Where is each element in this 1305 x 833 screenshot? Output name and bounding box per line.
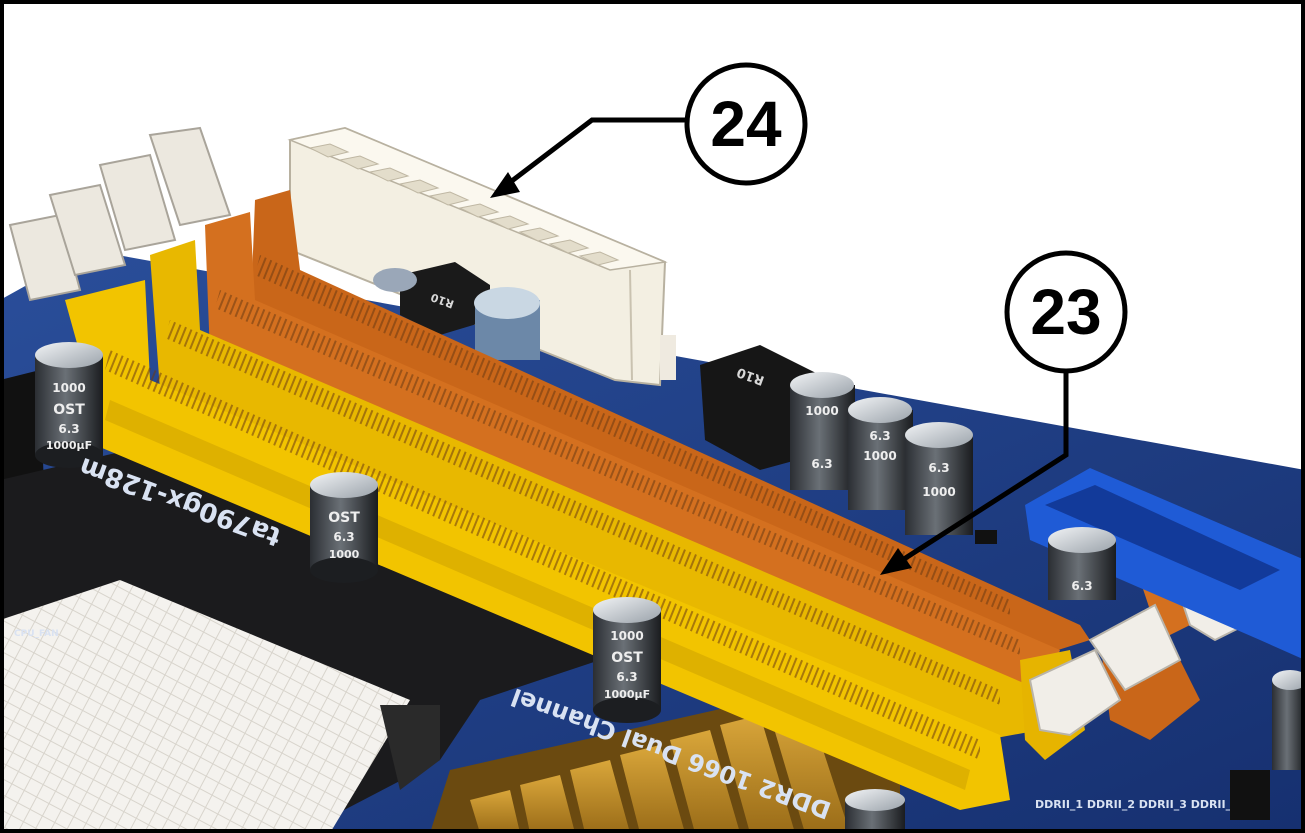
capacitor-4-voltage: 6.3 xyxy=(811,457,832,471)
capacitor-7-voltage: 6.3 xyxy=(1071,579,1092,593)
cpu-socket xyxy=(0,580,410,833)
capacitor-3: 1000 OST 6.3 1000µF xyxy=(593,597,661,723)
callout-23: 23 xyxy=(880,250,1128,575)
capacitor-6-voltage: 6.3 xyxy=(928,461,949,475)
dimm-slot-orange-1 xyxy=(250,190,1090,665)
capacitor-4: 1000 6.3 xyxy=(790,372,855,490)
capacitor-blue-small xyxy=(373,268,540,360)
dimm-slot-silkscreen: DDRII_1 DDRII_2 DDRII_3 DDRII_4 xyxy=(1035,798,1239,811)
capacitor-5: 6.3 1000 xyxy=(848,397,913,510)
capacitor-3-voltage: 6.3 xyxy=(616,670,637,684)
atx-power-connector xyxy=(287,126,668,387)
capacitor-7: 6.3 xyxy=(1048,527,1116,600)
capacitor-5-voltage: 6.3 xyxy=(869,429,890,443)
capacitor-3-value: 1000 xyxy=(610,629,643,643)
capacitor-5-value: 1000 xyxy=(863,449,896,463)
dimm-slot-orange-2 xyxy=(205,212,1060,690)
capacitor-2-voltage: 6.3 xyxy=(333,530,354,544)
callout-24: 24 xyxy=(490,62,808,198)
capacitor-4-value: 1000 xyxy=(805,404,838,418)
capacitor-2: OST 6.3 1000 xyxy=(310,472,378,583)
capacitor-2-value: 1000 xyxy=(329,548,360,561)
capacitor-1-brand: OST xyxy=(53,402,85,418)
capacitor-1: 1000 OST 6.3 1000µF xyxy=(35,342,103,468)
ide-connector xyxy=(1025,468,1305,660)
cpu-socket-lever xyxy=(380,705,440,790)
capacitor-1-voltage: 6.3 xyxy=(58,422,79,436)
northbridge-heatsink xyxy=(430,700,900,833)
capacitor-6-value: 1000 xyxy=(922,485,955,499)
smd-components xyxy=(660,335,1270,820)
capacitor-8 xyxy=(845,789,905,833)
capacitor-9 xyxy=(1272,670,1305,770)
capacitor-1-unit: 1000µF xyxy=(46,439,92,452)
dimm-slot-yellow-1 xyxy=(150,240,1040,740)
capacitor-6: 6.3 1000 xyxy=(905,422,973,535)
capacitor-1-value: 1000 xyxy=(52,381,85,395)
dimm-latches-left xyxy=(8,126,232,302)
cpu-fan-silkscreen: CPU_FAN xyxy=(14,629,59,639)
capacitor-3-unit: 1000µF xyxy=(604,688,650,701)
capacitor-3-brand: OST xyxy=(611,650,643,666)
callout-23-label: 23 xyxy=(1030,276,1101,348)
capacitor-2-brand: OST xyxy=(328,510,360,526)
choke-small: R10 xyxy=(400,262,490,335)
callout-24-label: 24 xyxy=(710,88,782,160)
